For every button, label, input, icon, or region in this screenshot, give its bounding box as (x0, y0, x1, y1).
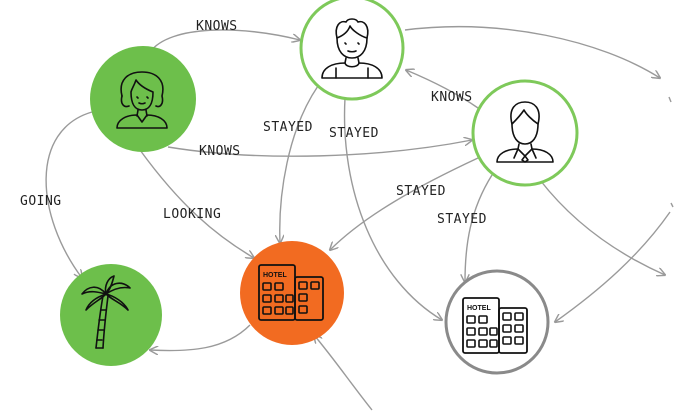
hotel-sign-text: HOTEL (263, 272, 287, 279)
edge-stub-right-mid (670, 202, 674, 208)
edge-labels: KNOWS KNOWS KNOWS GOING LOOKING STAYED S… (20, 19, 487, 227)
man-icon (321, 18, 383, 79)
edge-woman-going-beach (45, 111, 93, 278)
edge-businessman-stayed-hotel-gray (465, 174, 493, 282)
label-stayed-man-gray: STAYED (329, 126, 379, 141)
hotel-icon: HOTEL (258, 264, 324, 321)
edge-businessman-knows-man (406, 70, 479, 109)
node-man[interactable] (299, 0, 405, 101)
node-hotel-gray[interactable]: HOTEL (444, 269, 550, 375)
label-knows-woman-businessman: KNOWS (199, 144, 241, 159)
label-knows-businessman-man: KNOWS (431, 90, 473, 105)
label-going: GOING (20, 194, 62, 209)
label-looking: LOOKING (163, 207, 221, 222)
edge-woman-knows-man (149, 29, 300, 53)
edge-hotel-orange-to-beach (150, 324, 251, 351)
label-stayed-man-orange: STAYED (263, 120, 313, 135)
edge-woman-knows-businessman (167, 140, 472, 157)
edge-offscreen-to-hotel-gray (555, 211, 671, 322)
node-hotel-orange[interactable]: HOTEL (240, 241, 344, 345)
node-beach[interactable] (60, 264, 162, 366)
businessman-icon (496, 101, 554, 163)
palm-tree-icon (81, 275, 131, 349)
edge-businessman-stayed-hotel-orange (330, 157, 479, 250)
node-woman[interactable] (90, 46, 196, 152)
edge-man-stayed-hotel-orange (280, 85, 319, 243)
woman-icon (116, 71, 168, 129)
edges (45, 26, 674, 411)
edge-woman-looking-hotel (139, 149, 254, 258)
label-stayed-businessman-orange: STAYED (396, 184, 446, 199)
edge-offscreen-to-hotel-orange (314, 335, 373, 411)
edge-stub-right-top (668, 96, 672, 103)
edge-man-stayed-hotel-gray (343, 97, 442, 320)
label-stayed-businessman-gray: STAYED (437, 212, 487, 227)
edge-man-offscreen-right (404, 26, 660, 78)
node-businessman[interactable] (471, 79, 579, 187)
label-knows-woman-man: KNOWS (196, 19, 238, 34)
edge-businessman-offscreen-right (539, 179, 665, 275)
hotel-sign-text: HOTEL (467, 305, 491, 312)
hotel-icon: HOTEL (462, 297, 528, 354)
